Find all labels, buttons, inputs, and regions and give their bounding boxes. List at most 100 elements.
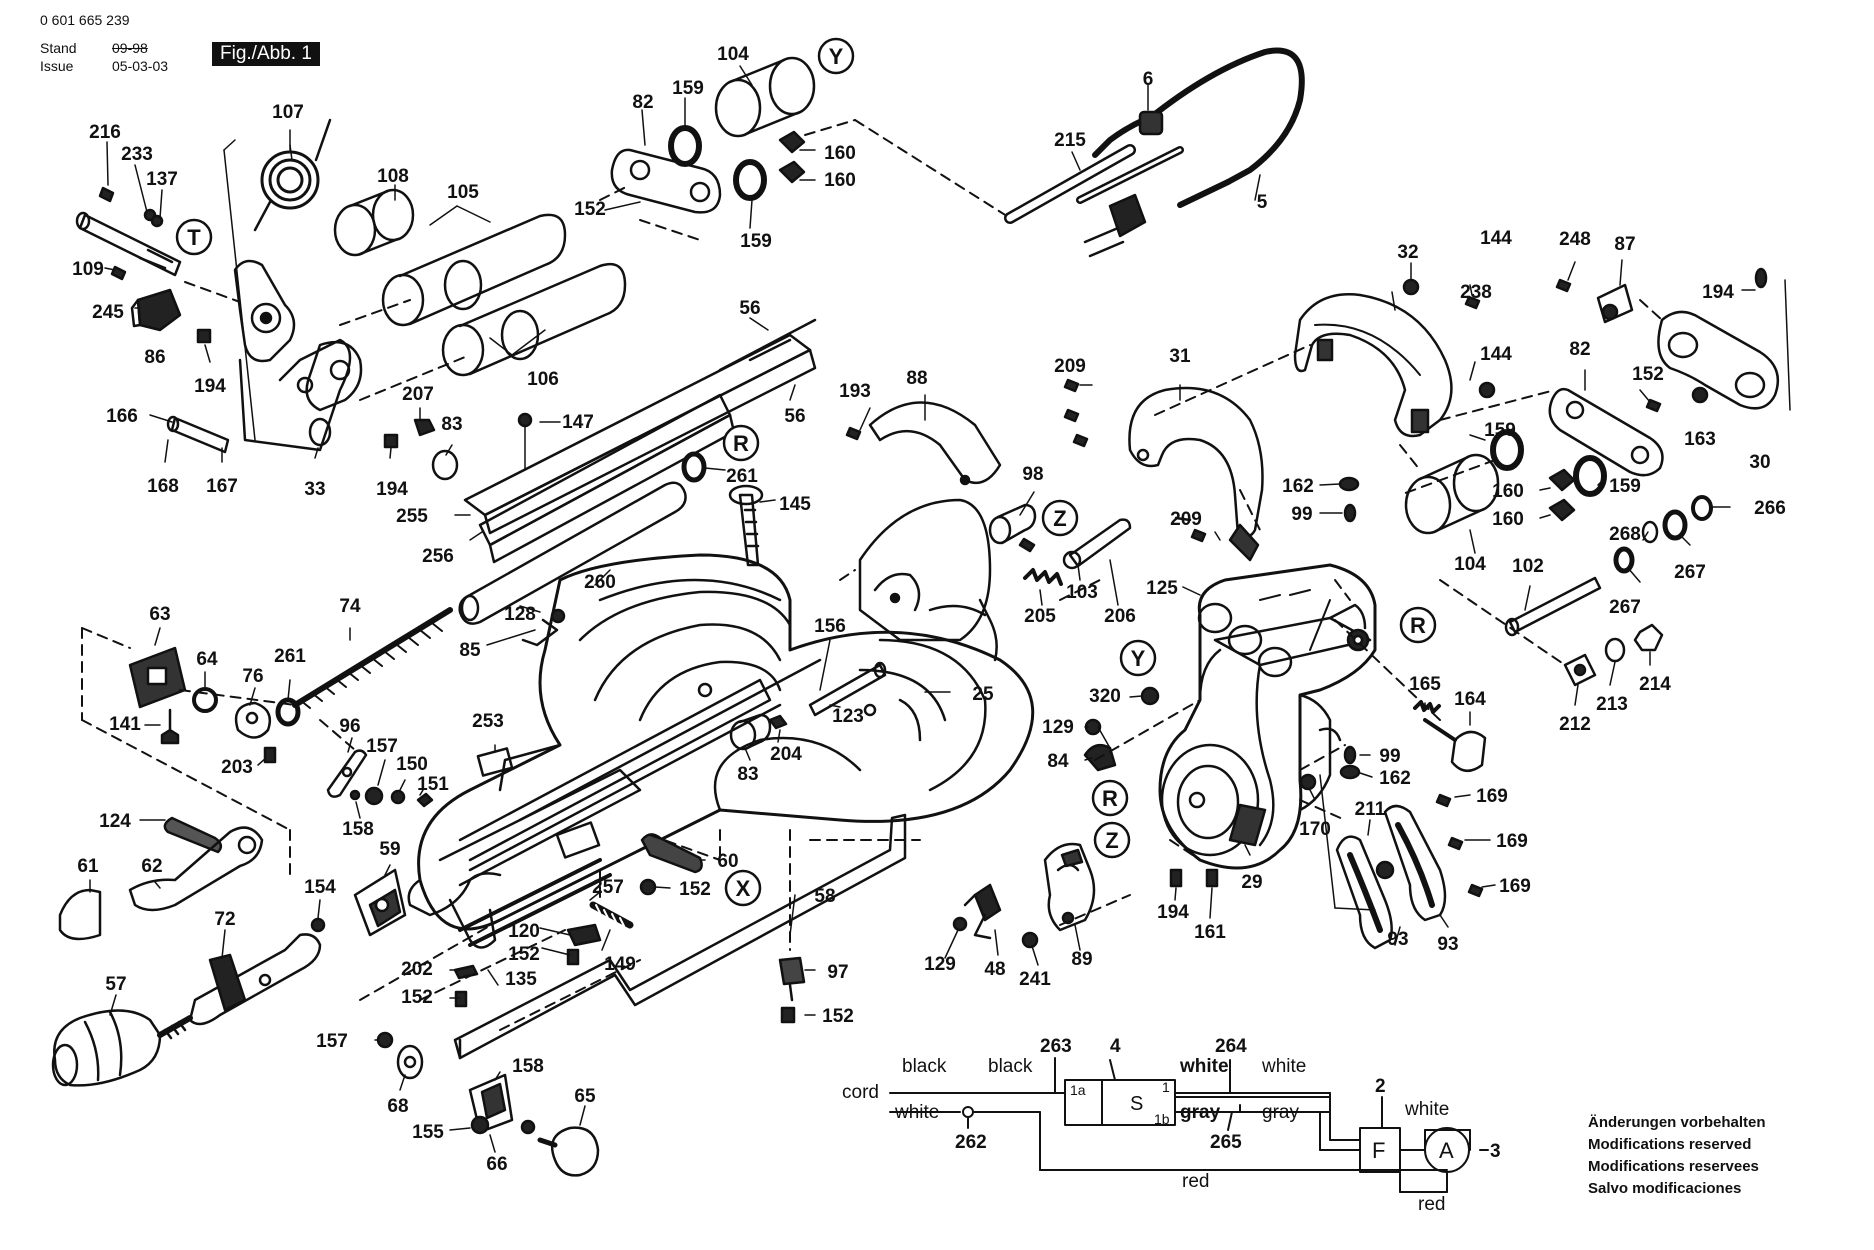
wire-gray-label: gray xyxy=(1262,1102,1299,1123)
part-257 xyxy=(555,821,601,859)
part-label: 135 xyxy=(505,969,537,990)
plate-96 xyxy=(326,749,368,798)
clip-160 xyxy=(778,130,806,184)
tubes-105-106 xyxy=(381,213,627,377)
bracket-33 xyxy=(233,259,363,452)
pin-98 xyxy=(988,503,1037,545)
part-label: 84 xyxy=(1047,751,1069,772)
part-label: 58 xyxy=(814,886,835,907)
part-label: 155 xyxy=(412,1122,444,1143)
part-label: 205 xyxy=(1024,606,1056,627)
part-label: 216 xyxy=(89,122,121,143)
pin-103 xyxy=(1062,518,1132,570)
part-label: 64 xyxy=(196,649,218,670)
part-label: 104 xyxy=(1454,554,1486,575)
part-label: 149 xyxy=(604,954,636,975)
part-label: 169 xyxy=(1476,786,1508,807)
callouts: Y T R R Z Z Y R X xyxy=(175,37,1437,907)
part-label: 99 xyxy=(1291,504,1312,525)
part-label: 93 xyxy=(1437,934,1458,955)
part-label: 156 xyxy=(814,616,846,637)
callout-x: X xyxy=(724,869,762,907)
part-label: 256 xyxy=(422,546,454,567)
bushing-108 xyxy=(333,188,415,257)
part-label: 157 xyxy=(366,736,398,757)
part-60 xyxy=(640,833,703,874)
part-97 xyxy=(778,956,806,1002)
knob-86 xyxy=(130,288,182,332)
figure-label: Fig./Abb. 1 xyxy=(212,42,320,66)
part-label: 150 xyxy=(396,754,428,775)
part-label: 63 xyxy=(149,604,170,625)
part-label: 152 xyxy=(401,987,433,1008)
part-label: 87 xyxy=(1614,234,1635,255)
part-label: 267 xyxy=(1609,597,1641,618)
part-label: 33 xyxy=(304,479,325,500)
pin-166 xyxy=(166,415,230,454)
bracket-59 xyxy=(353,868,407,937)
svg-text:T: T xyxy=(187,225,201,250)
node-262: 262 xyxy=(955,1132,987,1153)
switch-1a: 1a xyxy=(1070,1082,1086,1098)
part-label: 96 xyxy=(339,716,360,737)
svg-text:Z: Z xyxy=(1053,506,1066,531)
part-label: 257 xyxy=(592,877,624,898)
part-label: 266 xyxy=(1754,498,1786,519)
brush-holder-211-93 xyxy=(1335,804,1447,950)
node-263: 263 xyxy=(1040,1036,1072,1057)
part-label: 109 xyxy=(72,259,104,280)
part-label: 253 xyxy=(472,711,504,732)
part-label: 162 xyxy=(1282,476,1314,497)
part-label: 214 xyxy=(1639,674,1671,695)
part-label: 167 xyxy=(206,476,238,497)
part-label: 159 xyxy=(1609,476,1641,497)
callout-r-right: R xyxy=(1399,606,1437,644)
part-label: 56 xyxy=(739,298,760,319)
part-label: 102 xyxy=(1512,556,1544,577)
part-label: 160 xyxy=(1492,509,1524,530)
part-label: 158 xyxy=(512,1056,544,1077)
blade-guard-89 xyxy=(1043,842,1096,932)
part-label: 160 xyxy=(824,143,856,164)
part-label: 88 xyxy=(906,368,927,389)
part-label: 62 xyxy=(141,856,162,877)
small-157-150-151 xyxy=(349,786,434,808)
part-label: 261 xyxy=(274,646,306,667)
base-25 xyxy=(407,553,1035,949)
node-264: 264 xyxy=(1215,1036,1247,1057)
part-label: 157 xyxy=(316,1031,348,1052)
part-label: 194 xyxy=(1702,282,1734,303)
motor-A: A xyxy=(1439,1138,1454,1163)
callout-r-mid: R xyxy=(722,424,760,462)
modifications-notice: Änderungen vorbehalten Modifications res… xyxy=(1588,1112,1766,1200)
fence-58 xyxy=(453,813,907,1060)
label-253 xyxy=(476,747,514,777)
part-label: 245 xyxy=(92,302,124,323)
switch-1: 1 xyxy=(1162,1079,1170,1095)
part-label: 215 xyxy=(1054,130,1086,151)
part-label: 30 xyxy=(1749,452,1770,473)
part-label: 66 xyxy=(486,1154,507,1175)
svg-text:R: R xyxy=(733,431,749,456)
wire-white-label: white xyxy=(1261,1056,1306,1077)
part-label: 6 xyxy=(1143,69,1154,90)
part-label: 57 xyxy=(105,974,126,995)
part-label: 29 xyxy=(1241,872,1262,893)
bushing-83 xyxy=(729,713,772,751)
part-label: 164 xyxy=(1454,689,1486,710)
spring-205 xyxy=(1023,568,1063,586)
part-label: 125 xyxy=(1146,578,1178,599)
part-label: 103 xyxy=(1066,582,1098,603)
part-label: 83 xyxy=(441,414,462,435)
part-label: 248 xyxy=(1559,229,1591,250)
slider-120-149 xyxy=(566,901,634,947)
small-left-bottom xyxy=(310,608,796,1135)
part-label: 60 xyxy=(717,851,738,872)
node-4: 4 xyxy=(1110,1036,1121,1057)
part-label: 211 xyxy=(1355,799,1386,820)
part-label: 5 xyxy=(1257,192,1268,213)
part-label: 107 xyxy=(272,102,304,123)
spacer-261-top xyxy=(681,451,707,483)
right-small-parts xyxy=(845,267,1768,949)
wire-white-label: white xyxy=(894,1102,939,1123)
